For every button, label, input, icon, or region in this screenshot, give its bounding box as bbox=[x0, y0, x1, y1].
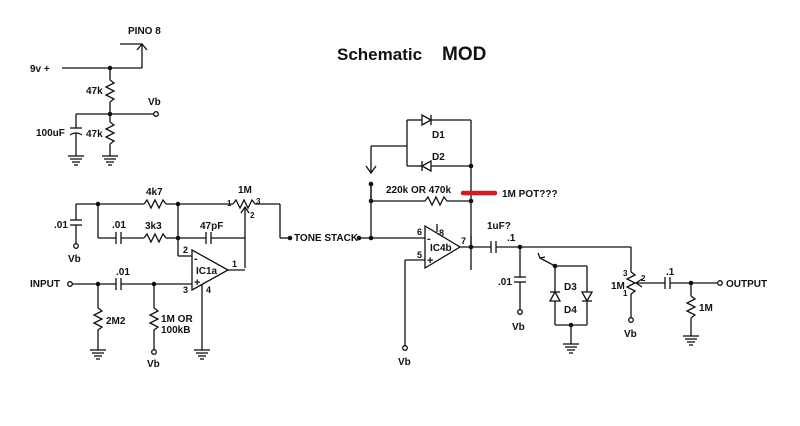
r4k7-label: 4k7 bbox=[146, 187, 163, 198]
vb-terminal-icon bbox=[151, 349, 157, 355]
pot-note-label: 1M POT??? bbox=[502, 189, 558, 200]
ic4-pin8-label: 8 bbox=[439, 228, 444, 238]
ic1-pin4-label: 4 bbox=[206, 285, 211, 295]
vb-terminal-icon bbox=[628, 317, 634, 323]
ground-icon bbox=[563, 343, 579, 354]
resistor-1m-or-100k bbox=[148, 307, 160, 331]
c01-shunt-label: .01 bbox=[498, 277, 512, 288]
power-section: 9v + PINO 8 47k Vb 47k 100uF bbox=[30, 26, 161, 166]
diode-d4 bbox=[580, 291, 594, 303]
opamp-ic4b bbox=[424, 224, 462, 270]
pot-out-pin3: 3 bbox=[623, 269, 628, 278]
vb-terminal-icon bbox=[153, 111, 159, 117]
vb-shunt-label: Vb bbox=[512, 322, 525, 333]
ground-icon bbox=[102, 155, 118, 166]
output-jack-icon bbox=[717, 280, 723, 286]
d4-label: D4 bbox=[564, 305, 577, 316]
c1-out-label: .1 bbox=[507, 233, 516, 244]
resistor-2m2 bbox=[92, 307, 104, 331]
r1m-out-label: 1M bbox=[699, 303, 713, 314]
resistor-47k-bottom bbox=[104, 121, 116, 145]
r3k3-label: 3k3 bbox=[145, 221, 162, 232]
resistor-3k3 bbox=[143, 232, 167, 244]
r47k-top-label: 47k bbox=[86, 86, 103, 97]
c100uf-label: 100uF bbox=[36, 128, 65, 139]
pot-out-pin1: 1 bbox=[623, 289, 628, 298]
pot1m-top-label: 1M bbox=[238, 185, 252, 196]
vb-terminal-icon bbox=[517, 309, 523, 315]
ic1-pin3-label: 3 bbox=[183, 285, 188, 295]
vb-top-label: Vb bbox=[148, 97, 161, 108]
d2-label: D2 bbox=[432, 152, 445, 163]
vb-pot-out-label: Vb bbox=[624, 329, 637, 340]
tone-stack-label: TONE STACK bbox=[294, 233, 359, 244]
diode-d1 bbox=[421, 113, 433, 127]
c01-input-label: .01 bbox=[116, 267, 130, 278]
vb-terminal-icon bbox=[402, 345, 408, 351]
input-jack-icon bbox=[67, 281, 73, 287]
pot1m-out-label: 1M bbox=[611, 281, 625, 292]
ground-icon bbox=[68, 155, 84, 166]
r1m-line2: 100kB bbox=[161, 325, 190, 336]
vb-terminal-icon bbox=[73, 243, 79, 249]
resistor-feedback bbox=[424, 195, 448, 207]
ground-icon bbox=[90, 349, 106, 360]
pot-pin2-label: 2 bbox=[250, 211, 255, 220]
resistor-47k-top bbox=[104, 79, 116, 103]
d1-label: D1 bbox=[432, 130, 445, 141]
ground-icon bbox=[194, 349, 210, 360]
pot-pin1-label: 1 bbox=[227, 199, 232, 208]
output-label: OUTPUT bbox=[726, 279, 767, 290]
diode-d3 bbox=[548, 290, 562, 302]
pin8-label: PINO 8 bbox=[128, 26, 161, 37]
resistor-1m-output bbox=[685, 295, 697, 319]
d3-label: D3 bbox=[564, 282, 577, 293]
c1uf-label: 1uF? bbox=[487, 221, 511, 232]
stage-ic4b: D1 D2 220k OR 470k 1M POT??? IC4b - + 6 … bbox=[356, 113, 767, 368]
switch-arrow-icon bbox=[537, 252, 546, 259]
vb-bias-label: Vb bbox=[147, 359, 160, 370]
ic4-pin7-label: 7 bbox=[461, 236, 466, 246]
ic1a-plus: + bbox=[194, 277, 200, 289]
wiper-arrow-icon bbox=[240, 205, 250, 214]
pot-1m-top bbox=[232, 198, 256, 210]
ground-icon bbox=[683, 335, 699, 346]
ic4b-plus: + bbox=[427, 255, 433, 267]
r2m2-label: 2M2 bbox=[106, 316, 126, 327]
c01-fb-label: .01 bbox=[112, 220, 126, 231]
switch-arrow-icon bbox=[365, 165, 377, 175]
ic1-pin2-label: 2 bbox=[183, 245, 188, 255]
ic1a-label: IC1a bbox=[196, 266, 218, 277]
pot-out-pin2: 2 bbox=[641, 274, 646, 283]
ic4b-minus: - bbox=[427, 233, 431, 245]
resistor-4k7 bbox=[143, 198, 167, 210]
vb-ic4-label: Vb bbox=[398, 357, 411, 368]
pot-1m-output bbox=[625, 271, 637, 295]
ic4b-label: IC4b bbox=[430, 243, 452, 254]
input-label: INPUT bbox=[30, 279, 60, 290]
opamp-ic1a bbox=[191, 248, 230, 292]
pot-pin3-label: 3 bbox=[256, 197, 261, 206]
ic4-pin6-label: 6 bbox=[417, 227, 422, 237]
c47pf-label: 47pF bbox=[200, 221, 223, 232]
ic4-pin5-label: 5 bbox=[417, 250, 422, 260]
c1-final-label: .1 bbox=[666, 267, 675, 278]
ic1-pin1-label: 1 bbox=[232, 259, 237, 269]
ic1a-minus: - bbox=[194, 253, 198, 265]
r47k-bottom-label: 47k bbox=[86, 129, 103, 140]
vb-left-cap-label: Vb bbox=[68, 254, 81, 265]
title-mod: MOD bbox=[442, 44, 486, 65]
r1m-line1: 1M OR bbox=[161, 314, 193, 325]
stage-ic1a: .01 Vb 4k7 1M 1 3 2 .01 3k3 47p bbox=[30, 185, 359, 370]
diode-d2 bbox=[420, 159, 432, 173]
title-schematic: Schematic bbox=[337, 45, 422, 64]
c01-left-label: .01 bbox=[54, 220, 68, 231]
feedback-res-label: 220k OR 470k bbox=[386, 185, 451, 196]
supply-label: 9v + bbox=[30, 64, 50, 75]
